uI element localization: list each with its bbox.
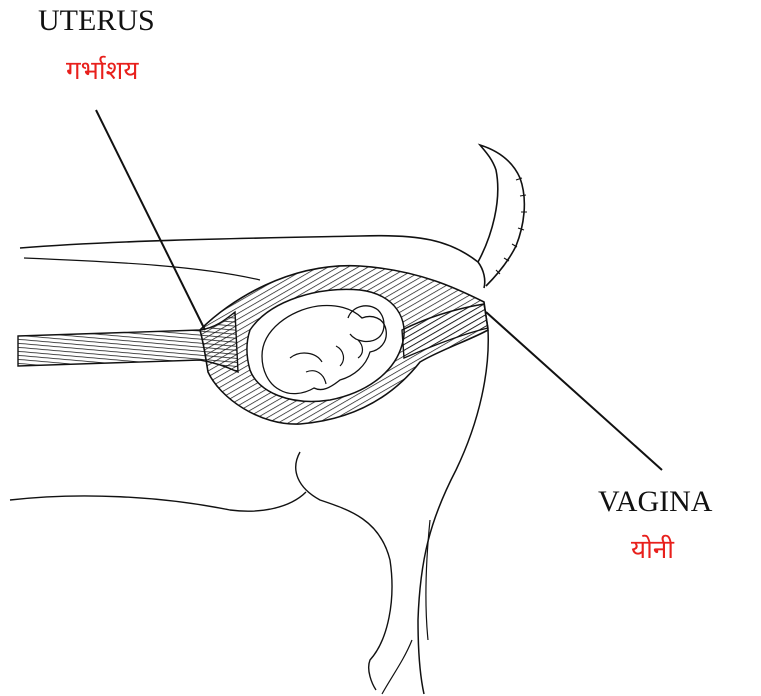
vagina-hindi-label: योनी [631,537,674,563]
uterus-leader-line [96,110,205,330]
belly-outline [10,492,306,511]
udder-outline [296,452,392,690]
body-upper-outline [24,258,260,280]
uterus-hindi-label: गर्भाशय [66,58,138,84]
vagina-label: VAGINA [598,487,712,517]
hind-leg-inner [382,520,430,694]
vagina-leader-line [486,312,662,470]
uterus-label: UTERUS [38,6,155,36]
tail-outline [478,145,524,286]
